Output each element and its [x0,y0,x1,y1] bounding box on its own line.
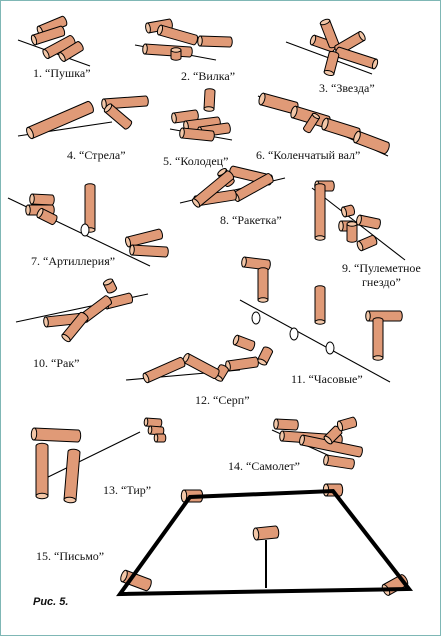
log [321,117,361,141]
caption-12: 12. “Серп” [195,393,250,407]
log [372,317,384,361]
caption-11: 11. “Часовые” [291,372,363,386]
log [323,51,340,77]
log [63,448,81,504]
log [103,103,133,130]
log [232,334,256,352]
log [143,417,163,428]
caption-9-line2: гнездо” [362,275,401,289]
log [299,434,363,458]
caption-6: 6. “Коленчатый вал” [256,148,361,162]
log [225,356,259,372]
log [336,416,358,432]
log [142,43,193,58]
log [26,100,94,140]
log [156,24,199,46]
log [42,35,76,60]
caption-10: 10. “Рак” [33,356,80,370]
log [197,35,233,48]
log [356,234,378,252]
log [120,569,152,592]
caption-2: 2. “Вилка” [181,69,236,83]
log [314,285,326,325]
log [35,442,49,500]
log [36,207,58,226]
log [101,95,149,110]
log [365,310,403,322]
log [314,183,326,241]
caption-13: 13. “Тир” [103,483,152,497]
letter-frame [116,488,414,597]
log [353,130,390,155]
caption-3: 3. “Звезда” [319,81,375,95]
ground-line [239,299,391,383]
caption-9-line1: 9. “Пулеметное [342,261,421,275]
log [341,204,355,218]
ground-line [41,431,141,481]
figure-label: Рис. 5. [33,596,69,608]
log [323,454,355,470]
log [147,425,165,436]
log [334,46,379,70]
log [303,112,321,134]
log [129,244,169,258]
caption-1: 1. “Пушка” [33,66,91,80]
log [252,525,280,541]
caption-14: 14. “Самолет” [228,459,300,473]
log-ring [325,341,335,355]
log [30,427,82,443]
log [257,267,269,303]
log [125,228,163,248]
log [179,127,215,142]
log [346,221,358,243]
caption-8: 8. “Ракетка” [220,213,282,227]
log [58,41,84,62]
logs [25,15,409,596]
log [381,574,409,596]
log [170,47,182,61]
log [273,418,299,431]
log [191,170,235,208]
log [256,346,274,366]
log [153,433,167,443]
log [203,88,216,112]
log-ring [80,223,90,237]
log [29,193,55,206]
log-ring [289,327,299,341]
log [61,311,89,343]
log-ring [251,311,261,325]
caption-5: 5. “Колодец” [163,154,229,168]
caption-4: 4. “Стрела” [67,148,126,162]
log [102,278,118,294]
log [356,214,381,230]
log [30,25,66,46]
caption-7: 7. “Артиллерия” [31,254,116,268]
caption-15: 15. “Письмо” [36,549,105,563]
log [241,256,271,271]
log [142,356,186,384]
